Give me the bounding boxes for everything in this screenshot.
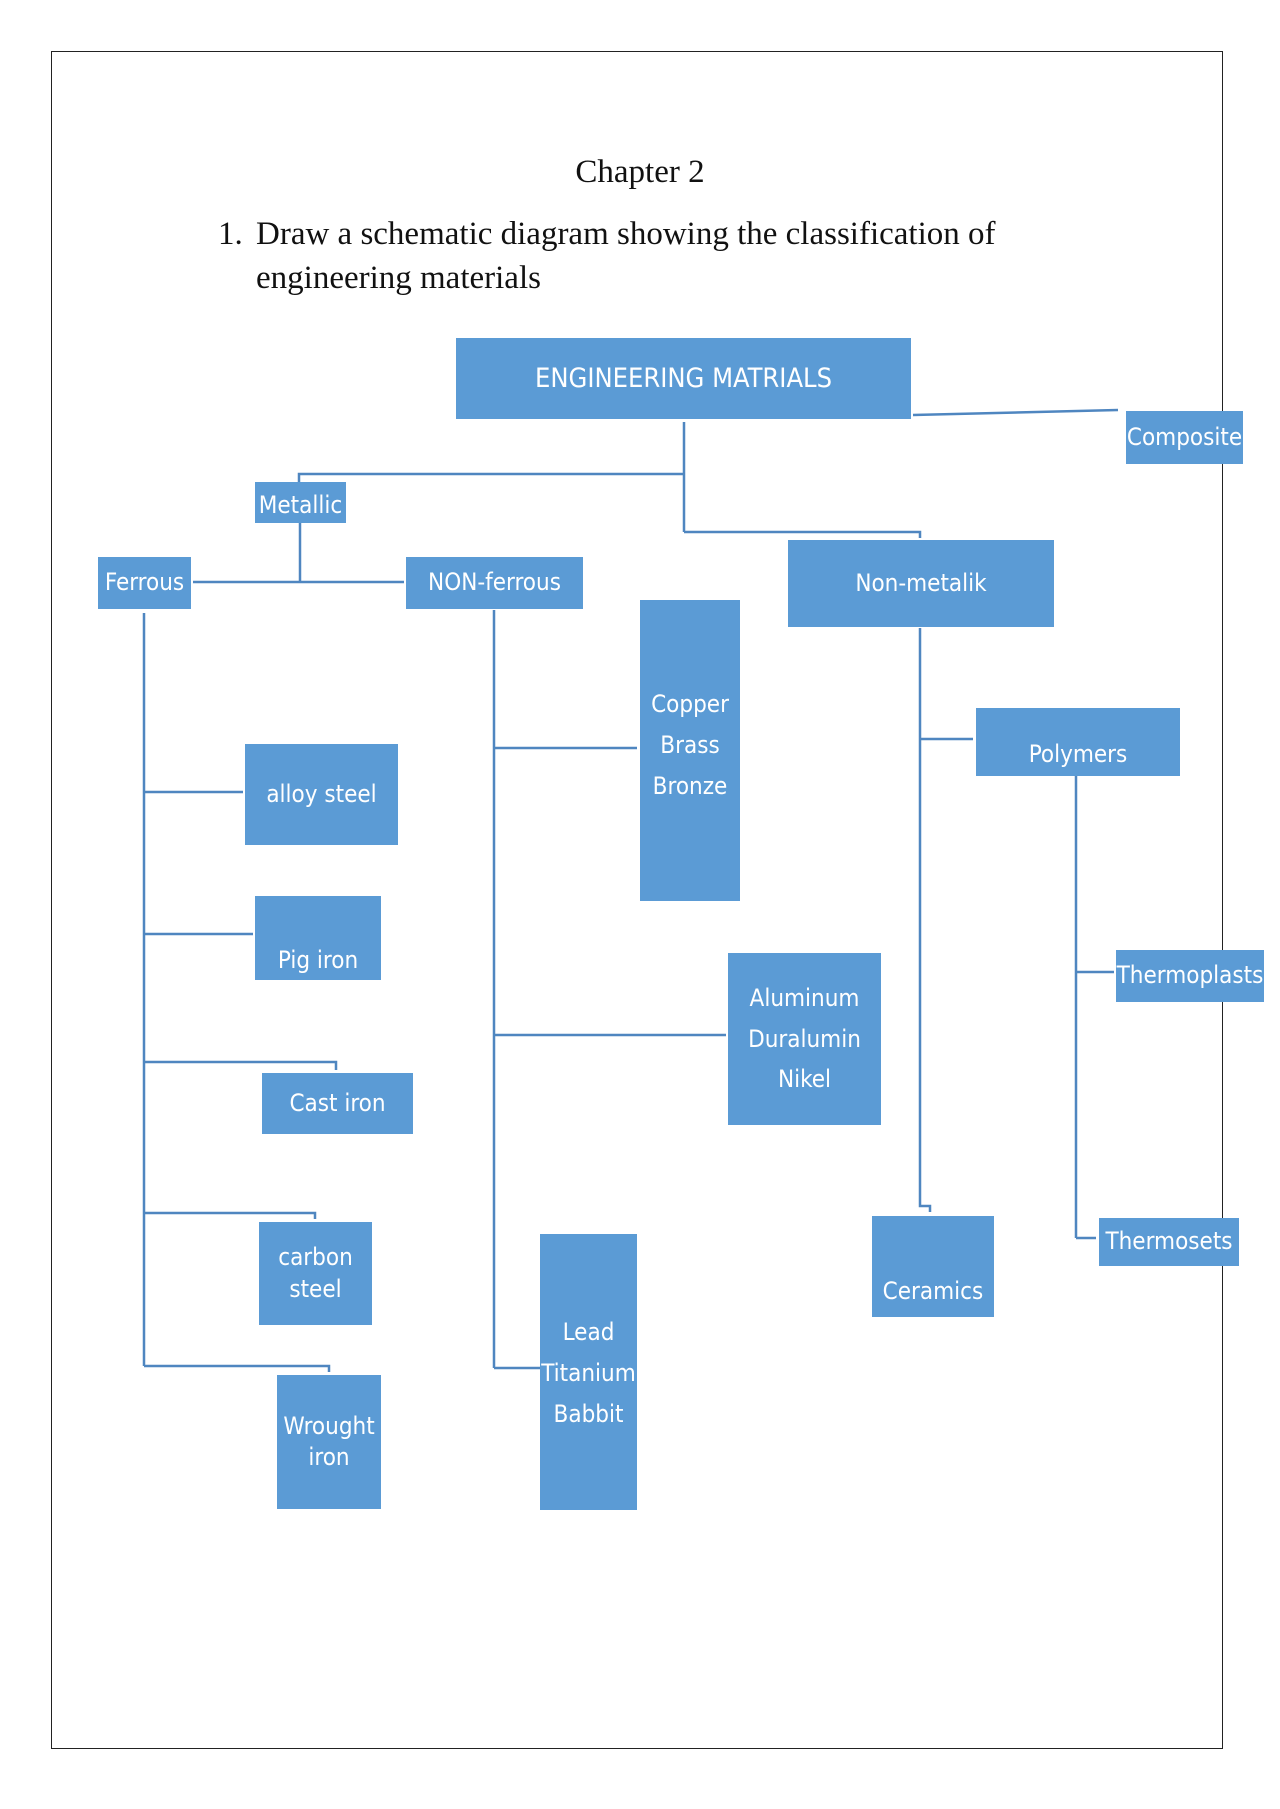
label-titanium: Titanium (541, 1358, 636, 1387)
label-aluminum: Aluminum (749, 983, 860, 1012)
label-polymers: Polymers (1028, 740, 1128, 769)
box-non-ferrous: NON-ferrous (406, 557, 583, 609)
label-lead: Lead (562, 1318, 615, 1346)
box-lead-group: Lead Titanium Babbit (540, 1234, 637, 1510)
label-thermosets: Thermosets (1105, 1227, 1233, 1256)
label-metallic: Metallic (258, 491, 343, 520)
box-wrought-iron: Wrought iron (277, 1375, 381, 1509)
label-ferrous: Ferrous (104, 568, 185, 597)
label-wrought: Wrought (283, 1411, 375, 1440)
box-thermosets: Thermosets (1099, 1218, 1239, 1266)
box-pig-iron: Pig iron (255, 896, 381, 980)
label-steel: steel (289, 1274, 342, 1303)
connector-ferrous-carbon (144, 1211, 317, 1219)
question-1: 1. Draw a schematic diagram showing the … (218, 212, 1068, 300)
connector-ferrous-cast (144, 1060, 338, 1070)
page-frame (51, 51, 1223, 1749)
connector-root-nonmetallic (684, 530, 922, 538)
label-brass: Brass (660, 730, 720, 759)
box-polymers: Polymers (976, 708, 1180, 776)
box-non-metallic: Non-metalik (788, 540, 1054, 627)
label-copper: Copper (651, 690, 729, 718)
label-pig-iron: Pig iron (277, 946, 359, 975)
box-thermoplasts: Thermoplasts (1116, 950, 1264, 1002)
label-bronze: Bronze (652, 771, 728, 800)
label-composite: Composite (1126, 422, 1243, 451)
question-text: Draw a schematic diagram showing the cla… (256, 216, 996, 296)
box-ceramics: Ceramics (872, 1216, 994, 1317)
label-iron: iron (308, 1443, 350, 1471)
label-ceramics: Ceramics (882, 1277, 984, 1306)
box-engineering-materials: ENGINEERING MATRIALS (456, 338, 911, 419)
box-copper-group: Copper Brass Bronze (640, 600, 740, 901)
box-carbon-steel: carbon steel (259, 1222, 372, 1325)
chapter-heading: Chapter 2 (575, 154, 705, 190)
connector-root-metallic (297, 472, 684, 482)
label-nikel: Nikel (777, 1065, 832, 1094)
label-thermoplasts: Thermoplasts (1116, 961, 1264, 990)
question-number: 1. (218, 216, 243, 252)
label-alloy-steel: alloy steel (266, 779, 377, 808)
label-babbit: Babbit (553, 1399, 624, 1428)
label-carbon: carbon (278, 1243, 353, 1272)
label-non-metallic: Non-metalik (855, 568, 987, 597)
box-cast-iron: Cast iron (262, 1073, 413, 1134)
connector-nonmetallic-trunk (918, 628, 932, 1212)
box-metallic: Metallic (255, 482, 346, 523)
label-cast-iron: Cast iron (289, 1088, 386, 1117)
box-ferrous: Ferrous (98, 557, 191, 609)
box-alloy-steel: alloy steel (245, 744, 398, 845)
box-aluminum-group: Aluminum Duralumin Nikel (728, 953, 881, 1125)
box-composite: Composite (1126, 411, 1243, 464)
connector-ferrous-wrought (144, 1364, 331, 1372)
label-non-ferrous: NON-ferrous (428, 568, 561, 597)
label-engineering-materials: ENGINEERING MATRIALS (535, 362, 832, 394)
connector-root-composite (912, 408, 1119, 417)
label-duralumin: Duralumin (748, 1024, 861, 1053)
